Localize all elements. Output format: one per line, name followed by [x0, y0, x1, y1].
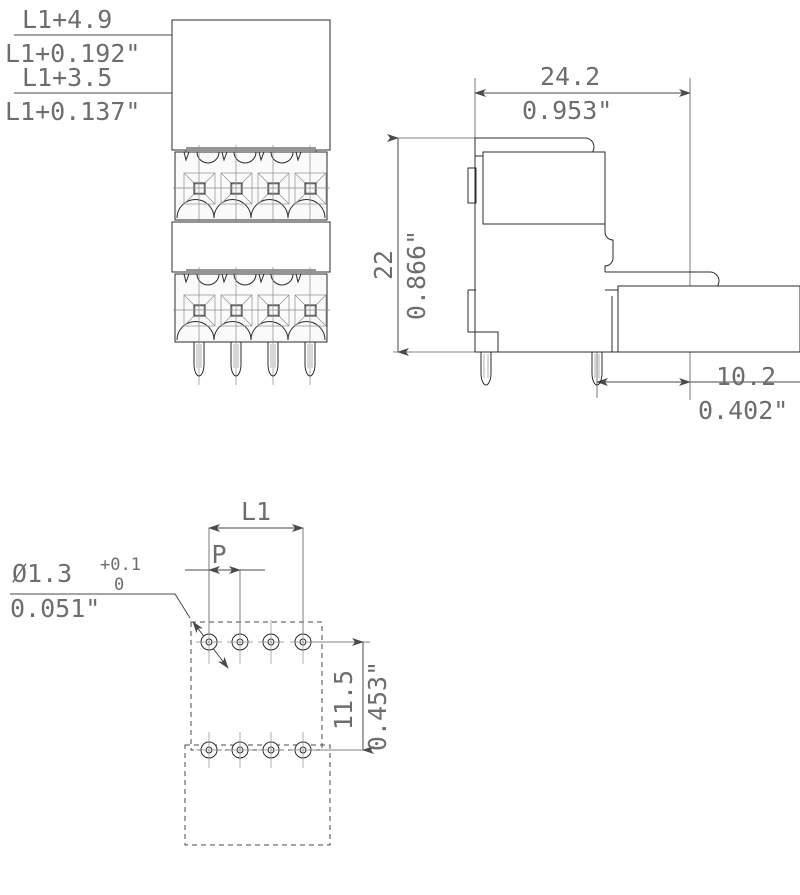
pcb-hole — [258, 620, 284, 664]
solder-pin — [304, 342, 316, 377]
pcb-hole-pattern-view — [10, 524, 374, 846]
solder-pin — [267, 342, 279, 377]
pcb-hole — [290, 732, 316, 768]
dim-hole-tolerance-lower: 0 — [114, 575, 124, 595]
dim-overall-length-outer-metric: L1+4.9 — [22, 5, 112, 34]
dim-pin-offset-imperial: 0.402" — [698, 396, 788, 425]
pcb-hole — [196, 620, 222, 664]
dim-pin-offset-metric: 10.2 — [716, 362, 776, 391]
dim-hole-diameter-metric: Ø1.3 — [12, 559, 72, 588]
front-view-upper-connector-block — [173, 145, 330, 228]
pcb-hole — [227, 620, 253, 664]
pcb-hole-row-upper — [196, 620, 316, 664]
side-view-solder-pins — [480, 352, 603, 386]
pcb-outline-upper — [190, 621, 323, 751]
front-view-lower-housing — [171, 221, 331, 273]
front-view-solder-pins — [193, 342, 316, 377]
socket-cell — [183, 294, 216, 327]
socket-cell — [220, 294, 253, 327]
front-view-upper-housing — [171, 19, 331, 151]
pcb-hole — [196, 732, 222, 768]
pcb-hole — [227, 732, 253, 768]
pcb-outline-lower — [184, 744, 331, 846]
dim-height-metric: 22 — [369, 250, 398, 280]
socket-cell — [183, 172, 216, 205]
dim-height-imperial: 0.866" — [402, 230, 431, 320]
socket-cell — [294, 294, 327, 327]
dim-overall-length-outer-imperial: L1+0.192" — [5, 39, 140, 68]
socket-cell — [257, 294, 290, 327]
socket-cell — [257, 172, 290, 205]
side-view-profile — [467, 137, 800, 353]
pcb-hole — [290, 620, 316, 664]
dim-depth-imperial: 0.953" — [522, 96, 612, 125]
pcb-hole — [258, 732, 284, 768]
dim-row-spacing-metric: 11.5 — [329, 670, 358, 730]
solder-pin — [480, 352, 492, 386]
solder-pin — [193, 342, 205, 377]
socket-cell — [294, 172, 327, 205]
dim-hole-tolerance-upper: +0.1 — [100, 555, 141, 575]
pcb-hole-row-lower — [196, 732, 316, 768]
solder-pin — [230, 342, 242, 377]
dim-pitch-label: P — [211, 540, 226, 569]
dim-depth-metric: 24.2 — [540, 62, 600, 91]
dim-overall-length-inner-metric: L1+3.5 — [22, 63, 112, 92]
dimension-pitch-P — [185, 566, 265, 644]
dim-row-spacing-imperial: 0.453" — [363, 661, 392, 751]
dim-hole-diameter-imperial: 0.051" — [10, 594, 100, 623]
socket-cell — [220, 172, 253, 205]
solder-pin — [591, 352, 603, 386]
front-view-lower-connector-block — [173, 267, 330, 385]
front-view — [14, 19, 331, 385]
dim-overall-length-inner-imperial: L1+0.137" — [5, 97, 140, 126]
side-view — [387, 78, 800, 400]
dim-length-label: L1 — [241, 497, 271, 526]
